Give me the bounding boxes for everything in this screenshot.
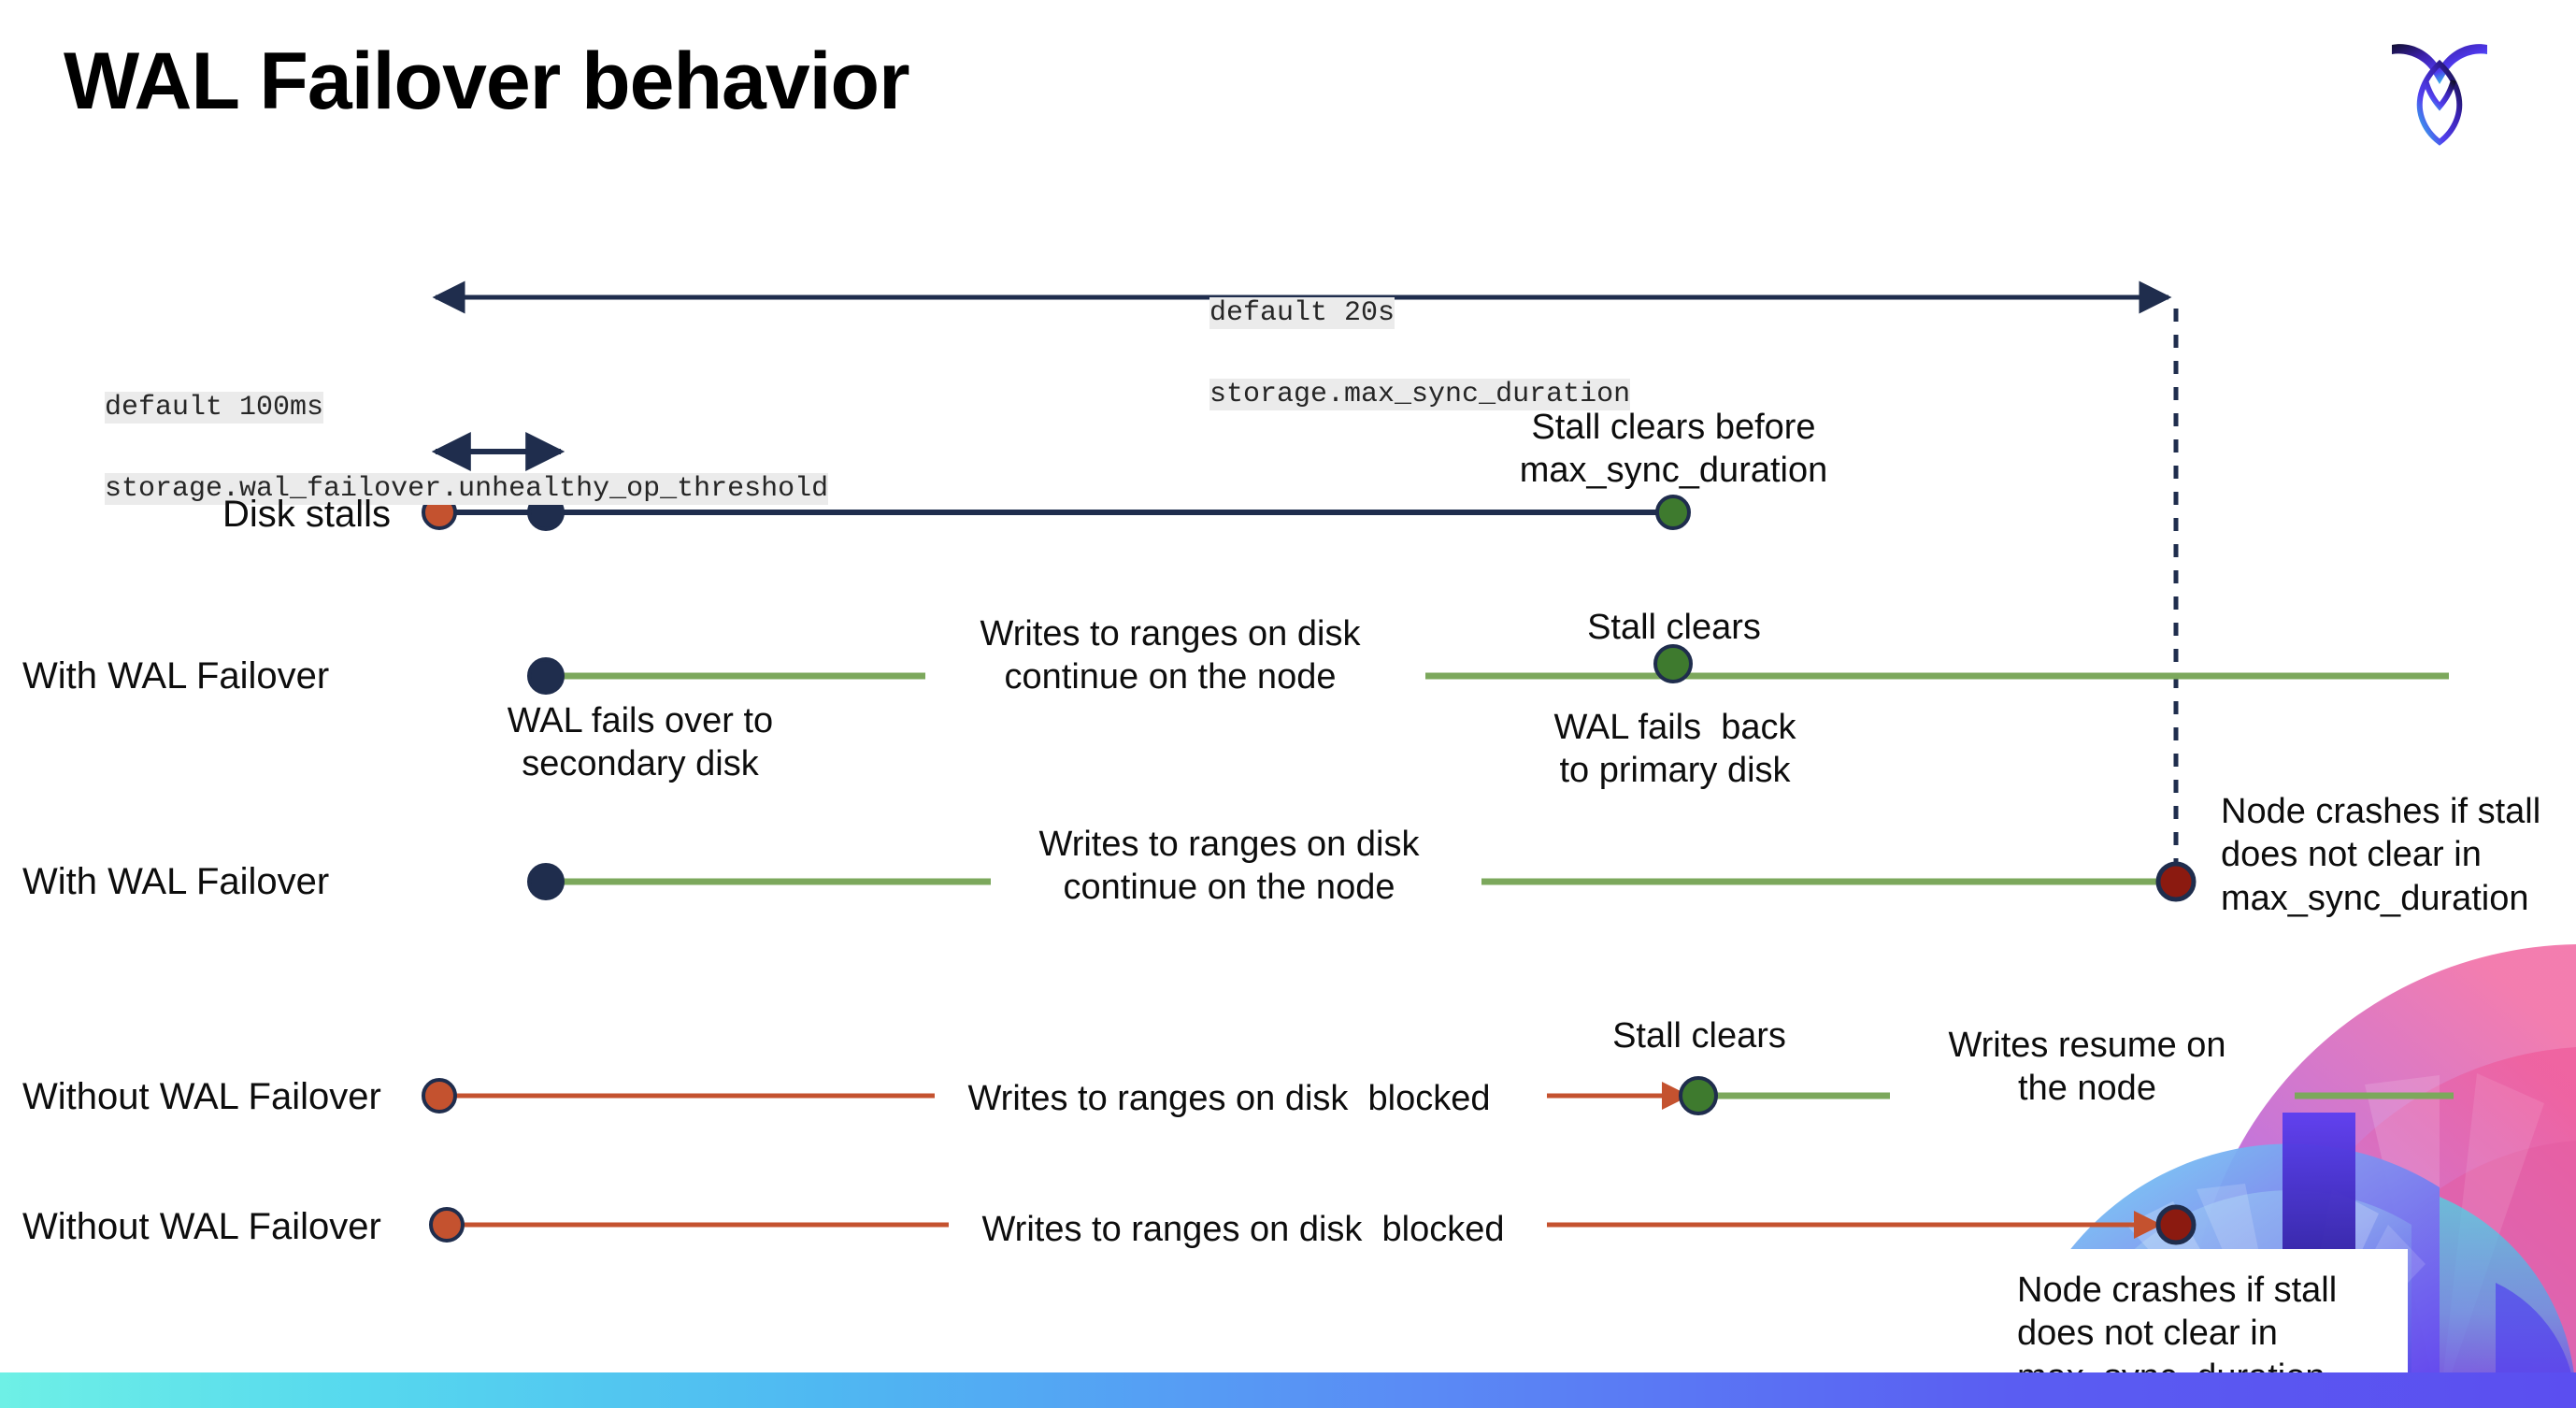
stall-start-marker <box>429 1207 465 1243</box>
row-label-with-wal-failover-1: With WAL Failover <box>22 655 330 697</box>
annotation-stall-clears-1: Stall clears <box>1587 608 1761 647</box>
annotation-writes-blocked-2: Writes to ranges on disk blocked <box>981 1210 1505 1249</box>
annotation-backdrop-card <box>1979 1249 2408 1372</box>
annotation-writes-continue-2: Writes to ranges on disk continue on the… <box>1038 825 1420 908</box>
unhealthy-op-threshold-setting-callout: default 100ms storage.wal_failover.unhea… <box>37 347 829 552</box>
max-sync-setting-name: storage.max_sync_duration <box>1209 379 1631 411</box>
annotation-stall-clears-before: Stall clears before max_sync_duration <box>1519 408 1828 491</box>
annotation-writes-resume: Writes resume on the node <box>1948 1026 2226 1109</box>
failover-start-marker <box>527 863 565 900</box>
stall-cleared-marker <box>1679 1076 1718 1115</box>
annotation-writes-blocked-1: Writes to ranges on disk blocked <box>967 1079 1491 1118</box>
stall-cleared-marker <box>1653 644 1693 683</box>
max-sync-duration-setting-callout: default 20s storage.max_sync_duration <box>1142 252 1631 457</box>
page-title: WAL Failover behavior <box>64 36 910 126</box>
row-with-wal-failover-1-track <box>527 644 2449 695</box>
annotation-wal-fails-back: WAL fails back to primary disk <box>1553 708 1796 791</box>
annotation-wal-fails-over: WAL fails over to secondary disk <box>507 701 774 784</box>
row-label-without-wal-failover-2: Without WAL Failover <box>22 1206 381 1247</box>
unhealthy-setting-name: storage.wal_failover.unhealthy_op_thresh… <box>105 473 829 506</box>
annotation-node-crashes-1: Node crashes if stall does not clear in … <box>2221 792 2541 918</box>
stall-cleared-marker <box>1655 495 1691 530</box>
row-without-wal-failover-2-track <box>429 1204 2197 1245</box>
max-sync-default-label: default 20s <box>1209 296 1395 329</box>
node-crash-marker <box>2155 1204 2197 1245</box>
annotation-stall-clears-2: Stall clears <box>1612 1016 1786 1056</box>
row-with-wal-failover-2-track <box>527 861 2197 902</box>
row-label-disk-stalls: Disk stalls <box>222 494 392 535</box>
node-crash-marker <box>2155 861 2197 902</box>
row-without-wal-failover-1-track <box>422 1076 2454 1115</box>
stall-start-marker <box>422 1078 457 1113</box>
row-label-with-wal-failover-2: With WAL Failover <box>22 861 330 902</box>
annotation-writes-continue-1: Writes to ranges on disk continue on the… <box>980 614 1361 697</box>
unhealthy-default-label: default 100ms <box>105 391 324 424</box>
cockroachdb-logo <box>2379 26 2500 148</box>
row-label-without-wal-failover-1: Without WAL Failover <box>22 1076 381 1117</box>
failover-start-marker <box>527 657 565 695</box>
bottom-gradient-bar <box>0 1372 2576 1408</box>
